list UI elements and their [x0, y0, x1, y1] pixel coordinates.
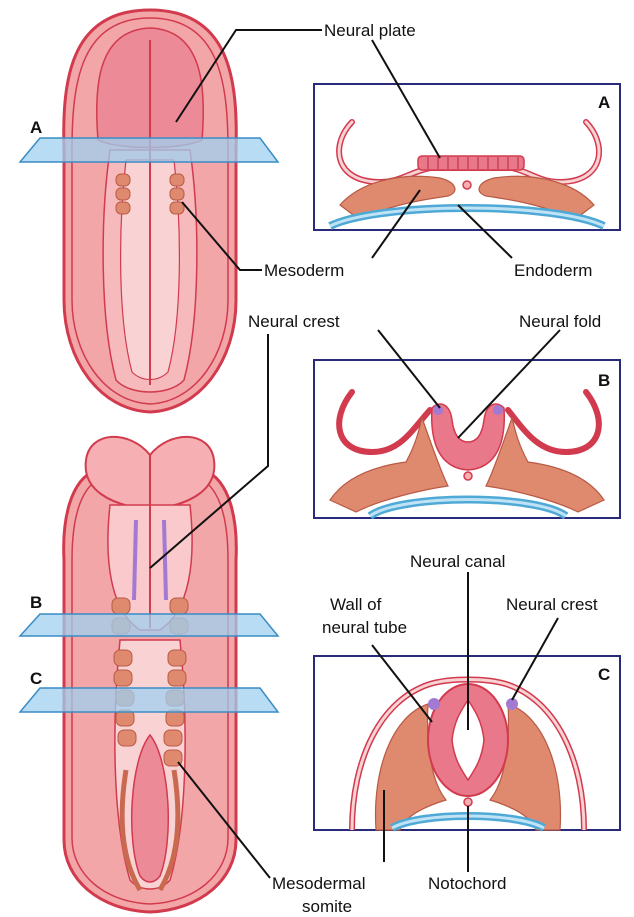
panel-b-letter: B: [598, 371, 610, 390]
label-mesodermal: Mesodermal: [272, 874, 366, 893]
somites-left-top: [116, 174, 130, 214]
label-neural-crest-top: Neural crest: [248, 312, 340, 331]
label-neural-tube: neural tube: [322, 618, 407, 637]
panel-b-notochord: [464, 472, 472, 480]
embryo-letter-a: A: [30, 118, 42, 137]
label-somite: somite: [302, 897, 352, 916]
section-plane-a: [20, 138, 278, 162]
panel-c-letter: C: [598, 665, 610, 684]
cross-section-panel-a: A: [314, 84, 620, 230]
neural-crest-strip-right: [164, 520, 166, 600]
cross-section-panel-b: B: [314, 360, 620, 518]
neural-crest-strip-left: [134, 520, 136, 600]
label-neural-canal: Neural canal: [410, 552, 505, 571]
label-notochord: Notochord: [428, 874, 506, 893]
label-neural-crest-c: Neural crest: [506, 595, 598, 614]
label-mesoderm: Mesoderm: [264, 261, 344, 280]
panel-a-notochord: [463, 181, 471, 189]
label-endoderm: Endoderm: [514, 261, 592, 280]
somites-right-top: [170, 174, 184, 214]
embryo-top: A: [20, 10, 278, 412]
panel-b-crest-right: [493, 405, 503, 415]
panel-a-letter: A: [598, 93, 610, 112]
panel-c-crest-left: [428, 698, 440, 710]
section-plane-b: [20, 614, 278, 636]
label-neural-plate: Neural plate: [324, 21, 416, 40]
label-neural-fold: Neural fold: [519, 312, 601, 331]
panel-c-notochord: [464, 798, 472, 806]
embryo-letter-b: B: [30, 593, 42, 612]
section-plane-c: [20, 688, 278, 712]
label-wall-of: Wall of: [330, 595, 382, 614]
embryo-letter-c: C: [30, 669, 42, 688]
